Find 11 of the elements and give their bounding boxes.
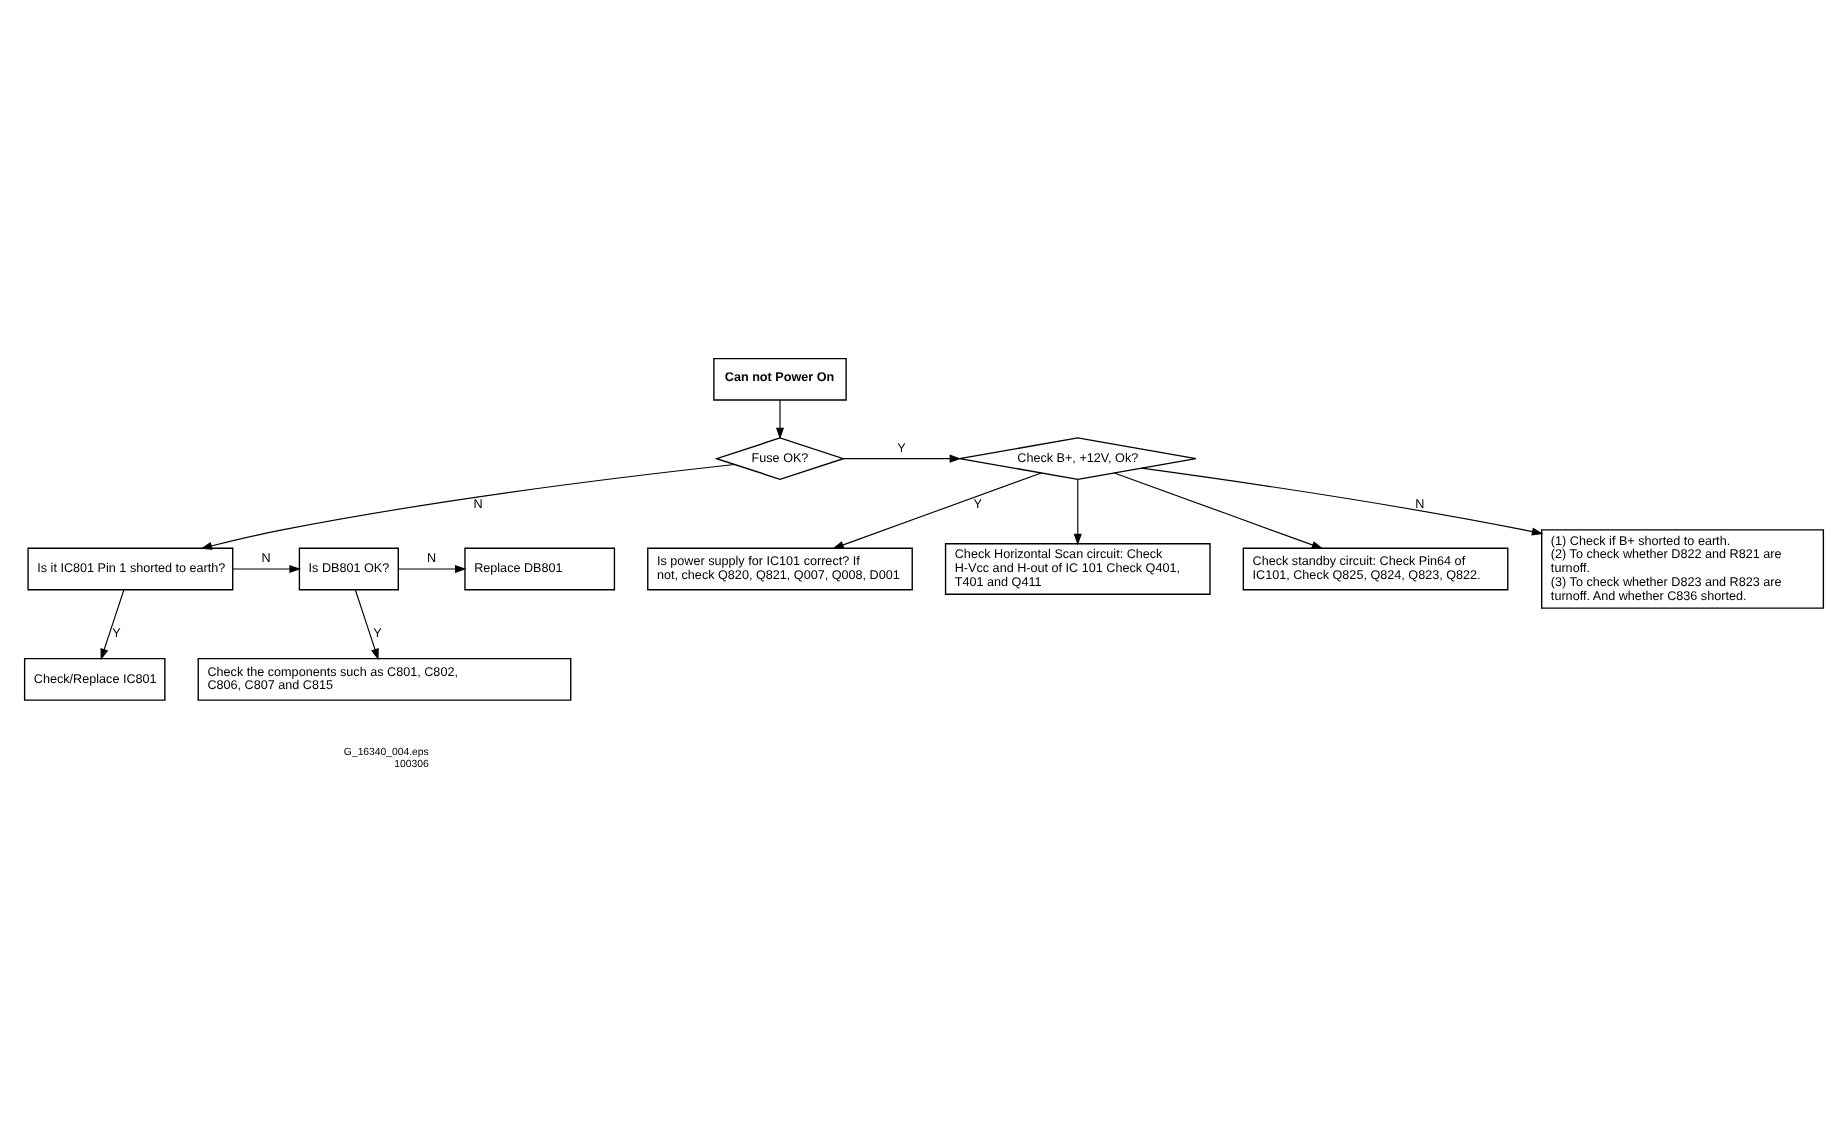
arrow — [1113, 471, 1324, 548]
arrow — [832, 471, 1042, 548]
arrow — [1073, 478, 1082, 545]
arrow — [842, 453, 962, 462]
arrow — [397, 563, 467, 573]
arrow — [354, 588, 379, 660]
arrow — [775, 398, 785, 439]
arrow — [100, 588, 125, 660]
arrow — [200, 462, 736, 549]
arrow — [1141, 466, 1544, 535]
arrow — [232, 563, 301, 573]
